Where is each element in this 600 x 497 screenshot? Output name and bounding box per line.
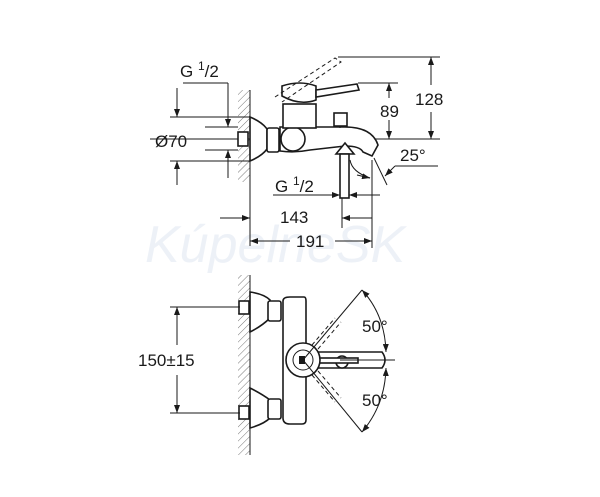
thread-outlet-label: G 1/2 xyxy=(275,174,314,196)
hex-nut xyxy=(266,127,280,153)
top-view: 50° 50° 150±15 xyxy=(138,275,395,455)
diameter-label: Ø70 xyxy=(155,132,187,151)
angle-spout-label: 25° xyxy=(400,146,426,165)
inlet-nut-top xyxy=(238,300,250,315)
flange-top xyxy=(249,291,271,334)
center-distance-label: 150±15 xyxy=(138,351,195,370)
depth-outlet-label: 143 xyxy=(280,208,308,227)
inlet-nut xyxy=(237,131,249,147)
flange xyxy=(249,115,268,163)
diverter-knob xyxy=(333,112,348,127)
lever-rotated-down xyxy=(311,370,342,403)
lever-cap xyxy=(281,82,317,104)
side-view: G 1/2 Ø70 128 89 25° G 1/2 xyxy=(150,56,443,251)
angle-down-label: 50° xyxy=(362,391,388,410)
watermark: KúpelneSK xyxy=(145,216,408,274)
angle-up-label: 50° xyxy=(362,317,388,336)
lever-handle xyxy=(315,83,361,98)
lever-rotated-up xyxy=(311,317,342,350)
thread-top-label: G 1/2 xyxy=(180,59,219,81)
height-total-label: 128 xyxy=(415,90,443,109)
flange-bottom xyxy=(249,386,271,430)
inlet-nut-bottom xyxy=(238,405,250,420)
outlet-pipe xyxy=(339,153,350,199)
lever-raised-outline xyxy=(274,57,342,103)
hex-nut-top xyxy=(267,300,282,322)
angle-line-up xyxy=(302,289,363,361)
hex-nut-bottom xyxy=(267,398,282,420)
angle-line-down xyxy=(302,359,363,433)
depth-total-label: 191 xyxy=(296,232,324,251)
spout-angle-line xyxy=(373,157,388,186)
cartridge-housing xyxy=(282,103,317,129)
body-circle xyxy=(280,126,306,152)
height-lever-label: 89 xyxy=(380,102,399,121)
